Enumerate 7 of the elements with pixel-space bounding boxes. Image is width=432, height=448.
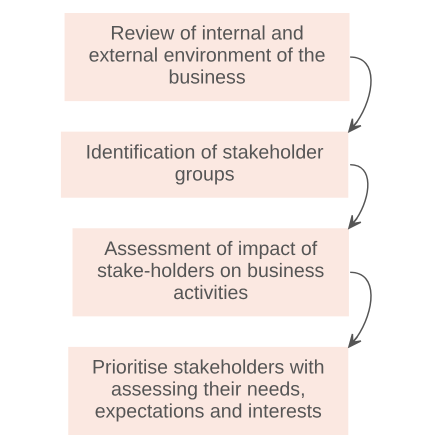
node-box: Identification of stakeholder groups: [60, 132, 348, 198]
node-box: Prioritise stakeholders with assessing their needs, expectations and interests: [68, 346, 348, 435]
node-box: Review of internal and external environment of the business: [64, 13, 350, 102]
arrow: [348, 56, 372, 132]
arrow: [348, 164, 369, 230]
node-box: Assessment of impact of stake-holders on business activities: [72, 228, 349, 316]
arrow: [348, 272, 372, 348]
